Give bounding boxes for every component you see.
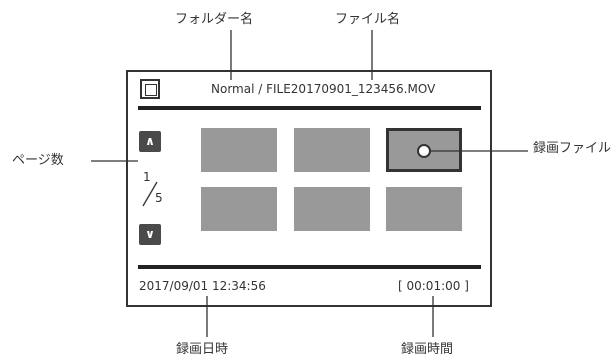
header-divider bbox=[138, 106, 481, 110]
page-current: 1 bbox=[143, 170, 151, 184]
thumbnail-5[interactable] bbox=[294, 187, 370, 231]
page-separator-slash bbox=[142, 181, 158, 207]
callout-recorded-file: 録画ファイル bbox=[533, 141, 612, 156]
page-down-button[interactable]: ∨ bbox=[139, 224, 161, 245]
folder-icon[interactable] bbox=[140, 79, 160, 99]
callout-record-duration: 録画時間 bbox=[401, 342, 454, 357]
play-dot-icon bbox=[417, 144, 431, 158]
thumbnail-4[interactable] bbox=[201, 187, 277, 231]
footer-datetime: 2017/09/01 12:34:56 bbox=[139, 279, 266, 293]
thumbnail-6[interactable] bbox=[386, 187, 462, 231]
callout-folder-name: フォルダー名 bbox=[175, 12, 254, 27]
footer-duration: [ 00:01:00 ] bbox=[398, 279, 469, 293]
page-up-button[interactable]: ∧ bbox=[139, 131, 161, 152]
callout-page-count: ページ数 bbox=[12, 153, 64, 168]
thumbnail-2[interactable] bbox=[294, 128, 370, 172]
thumbnail-1[interactable] bbox=[201, 128, 277, 172]
footer-divider bbox=[138, 265, 481, 269]
callout-file-name: ファイル名 bbox=[335, 12, 401, 27]
header-folder-file: Normal / FILE20170901_123456.MOV bbox=[211, 82, 436, 96]
page-total: 5 bbox=[155, 191, 163, 205]
callout-record-datetime: 録画日時 bbox=[176, 342, 229, 357]
